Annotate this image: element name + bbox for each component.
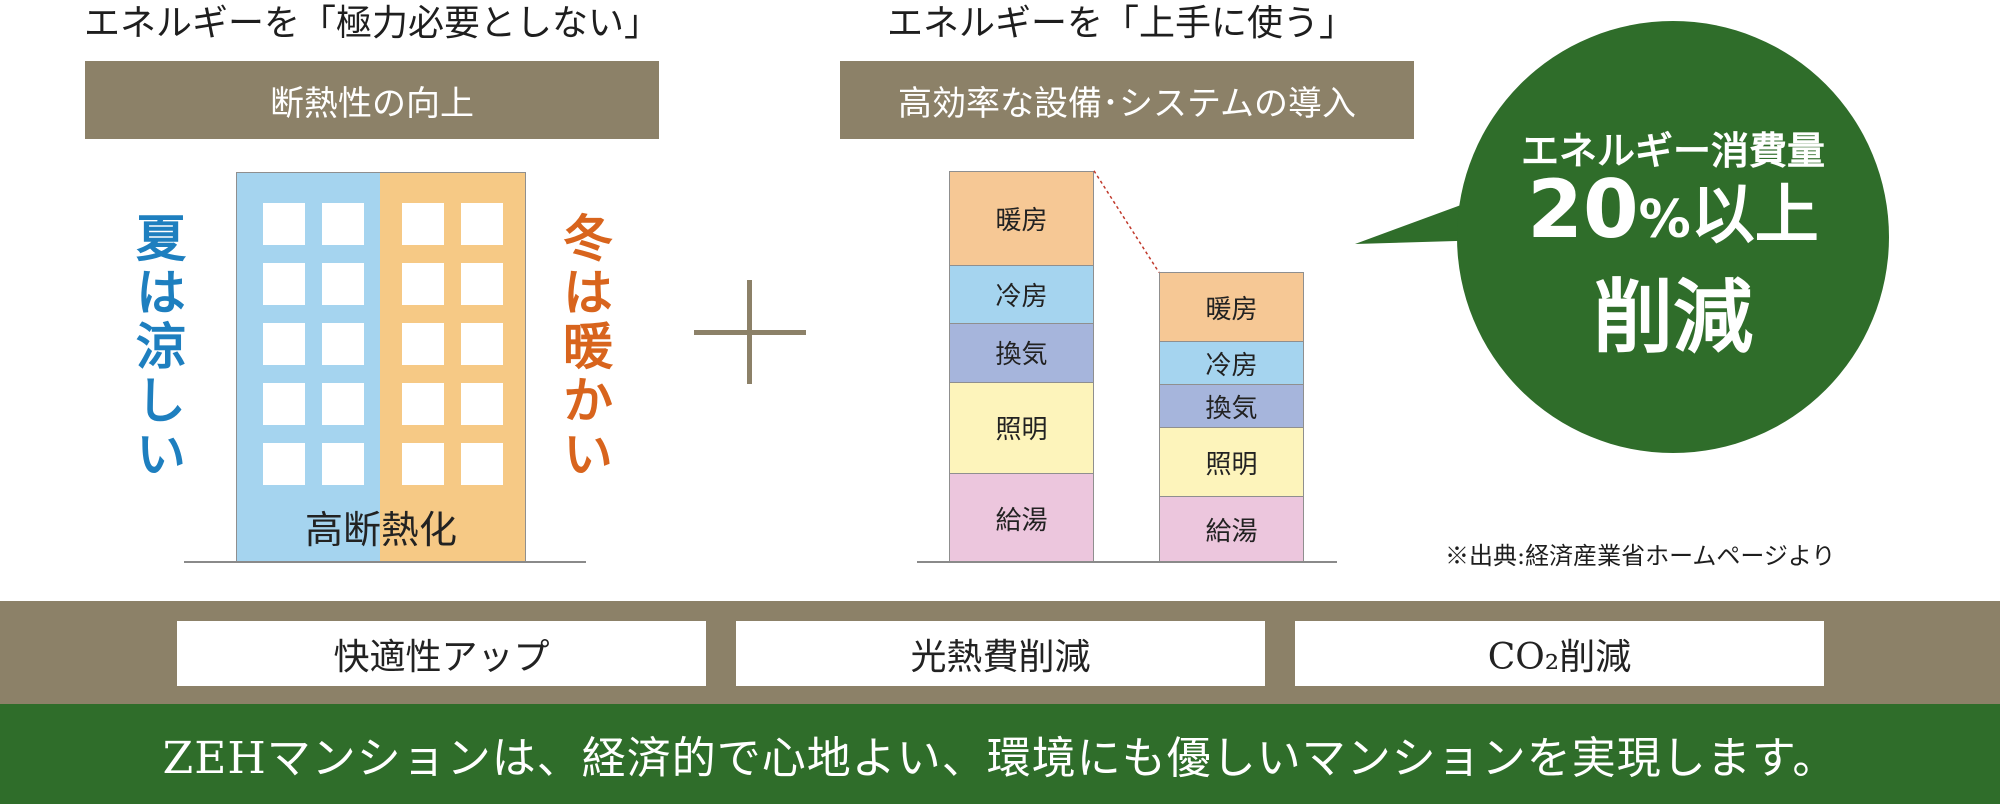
bubble-percent: % — [1638, 190, 1691, 250]
chart-segment-label: 暖房 — [995, 205, 1048, 236]
chart-segment: 暖房 — [1160, 273, 1303, 343]
chart-segment-label: 照明 — [1205, 449, 1258, 480]
building-window — [402, 263, 444, 305]
chart-segment-label: 冷房 — [1205, 350, 1258, 381]
chart-segment-label: 換気 — [995, 340, 1048, 371]
chart-segment: 給湯 — [1160, 496, 1303, 563]
chart-segment: 冷房 — [950, 265, 1093, 325]
bubble-tail — [1355, 198, 1490, 244]
building-window — [461, 383, 503, 425]
right-heading: エネルギーを「上手に使う」 — [887, 3, 1356, 44]
connector-dotted-line — [1093, 170, 1160, 273]
building-window — [461, 203, 503, 245]
building-window — [461, 323, 503, 365]
right-ground-line — [917, 561, 1337, 563]
building-window — [402, 383, 444, 425]
benefits-band: 快適性アップ 光熱費削減 CO₂削減 — [0, 601, 2000, 704]
chart-segment-label: 暖房 — [1205, 294, 1258, 325]
building-window — [263, 263, 305, 305]
left-band: 断熱性の向上 — [85, 61, 659, 139]
bubble-shape — [1355, 21, 1889, 453]
building-window — [263, 443, 305, 485]
right-band: 高効率な設備･システムの導入 — [840, 61, 1414, 139]
chart-segment-label: 換気 — [1205, 393, 1258, 424]
bubble-line3: 削減 — [1593, 271, 1753, 364]
building-window — [322, 383, 364, 425]
building-window — [402, 443, 444, 485]
left-heading: エネルギーを「極力必要としない」 — [84, 3, 661, 44]
left-ground-line — [184, 561, 586, 563]
chart-segment-label: 給湯 — [995, 506, 1048, 537]
chart-segment: 換気 — [950, 324, 1093, 383]
building-window — [402, 203, 444, 245]
chart-segment-label: 給湯 — [1205, 517, 1258, 548]
footer-message: ZEHマンションは、経済的で心地よい、環境にも優しいマンションを実現します。 — [0, 704, 2000, 804]
building-window — [263, 383, 305, 425]
chart-segment-label: 照明 — [995, 415, 1048, 446]
bubble-circle — [1457, 21, 1889, 453]
winter-text: 冬は暖かい — [555, 212, 614, 482]
benefit-co2: CO₂削減 — [1295, 621, 1824, 686]
bubble-line1: エネルギー消費量 — [1520, 129, 1825, 173]
chart-segment: 暖房 — [950, 171, 1093, 266]
chart-segment: 照明 — [950, 382, 1093, 475]
building-window — [263, 323, 305, 365]
chart-segment-label: 冷房 — [995, 282, 1048, 312]
chart-segment: 給湯 — [950, 474, 1093, 563]
stack-after: 暖房冷房換気照明給湯 — [1159, 272, 1304, 563]
plus-sign — [694, 280, 806, 384]
building-window — [322, 203, 364, 245]
building-window — [461, 263, 503, 305]
building-window — [322, 323, 364, 365]
summer-text: 夏は涼しい — [128, 212, 187, 482]
benefit-utility-cost: 光熱費削減 — [736, 621, 1265, 686]
building-window — [322, 263, 364, 305]
source-note: ※出典:経済産業省ホームページより — [1445, 542, 1836, 570]
chart-segment: 冷房 — [1160, 342, 1303, 386]
plus-vertical — [747, 280, 752, 384]
benefit-comfort: 快適性アップ — [177, 621, 706, 686]
building-window — [322, 443, 364, 485]
building-window — [402, 323, 444, 365]
chart-segment: 換気 — [1160, 385, 1303, 429]
building-window — [461, 443, 503, 485]
building: 高断熱化 — [236, 172, 526, 562]
chart-segment: 照明 — [1160, 428, 1303, 497]
bubble-line2: 20%以上 — [1463, 166, 1883, 254]
building-window — [263, 203, 305, 245]
stack-before: 暖房冷房換気照明給湯 — [949, 170, 1094, 563]
building-label: 高断熱化 — [304, 508, 457, 552]
bubble-number: 20 — [1527, 163, 1639, 256]
bubble-suffix: 以上 — [1690, 179, 1819, 253]
